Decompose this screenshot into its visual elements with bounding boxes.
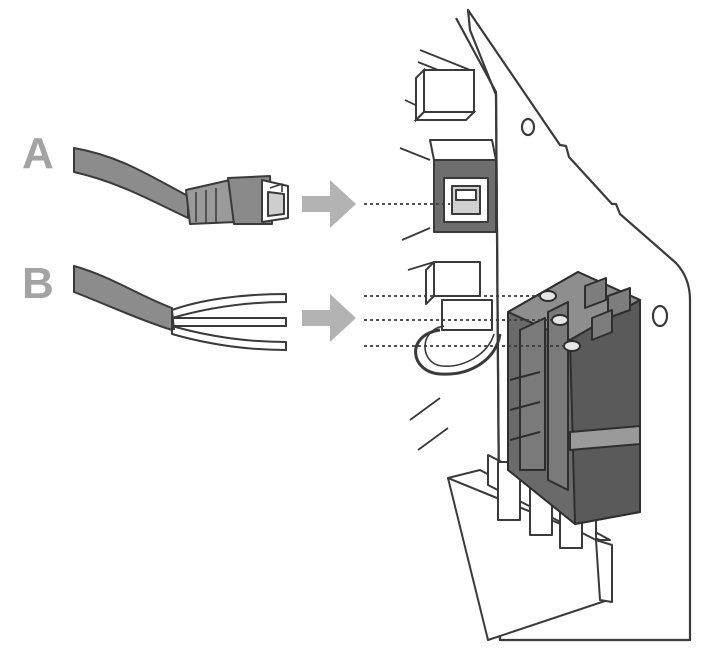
mounting-hole [520, 117, 536, 137]
terminal-entry [539, 290, 557, 302]
terminal-block [507, 271, 641, 525]
mounting-hole [651, 304, 669, 328]
rj45-ethernet-plug-icon [73, 147, 289, 225]
rj45-socket [429, 139, 497, 233]
terminal-entry [551, 314, 569, 326]
terminal-entry [563, 340, 581, 352]
label-a: A [22, 129, 54, 178]
jumper-connector [414, 261, 502, 376]
right-arrow-icon [302, 180, 356, 228]
guide-lines [364, 203, 566, 347]
label-b: B [22, 259, 54, 308]
top-component [413, 67, 477, 123]
bare-three-wire-cable-icon [73, 265, 287, 351]
right-arrow-icon [302, 294, 356, 342]
